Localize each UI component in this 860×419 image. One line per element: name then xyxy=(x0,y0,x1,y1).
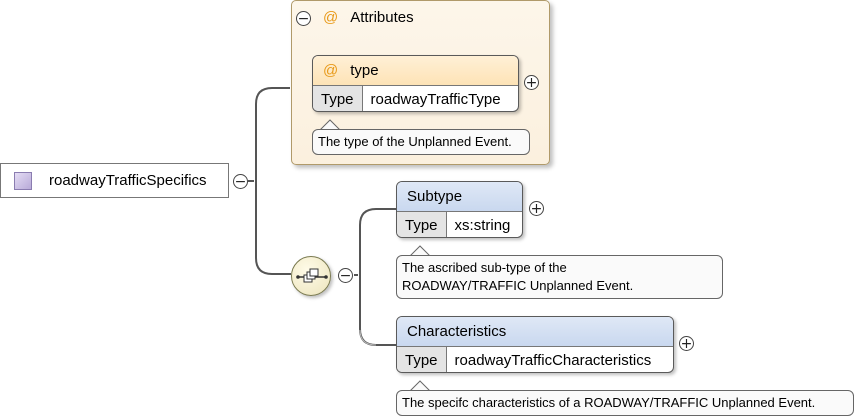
characteristics-expand-toggle[interactable]: + xyxy=(679,335,694,352)
type-attribute-expand-toggle[interactable]: + xyxy=(524,74,539,91)
annotation-pointer xyxy=(320,119,341,131)
attributes-label: Attributes xyxy=(350,9,414,26)
subtype-annotation: The ascribed sub-type of the ROADWAY/TRA… xyxy=(396,255,723,299)
characteristics-type-row: Type roadwayTrafficCharacteristics xyxy=(397,347,673,372)
characteristics-annotation-text: The specifc characteristics of a ROADWAY… xyxy=(402,395,816,410)
characteristics-annotation: The specifc characteristics of a ROADWAY… xyxy=(396,390,854,416)
root-element[interactable]: roadwayTrafficSpecifics xyxy=(0,163,229,198)
subtype-type-row: Type xs:string xyxy=(397,212,522,237)
attribute-at-icon: @ xyxy=(323,9,339,26)
subtype-header: Subtype xyxy=(397,182,522,212)
root-element-name: roadwayTrafficSpecifics xyxy=(49,172,207,189)
annotation-pointer xyxy=(410,380,431,392)
subtype-annotation-line2: ROADWAY/TRAFFIC Unplanned Event. xyxy=(402,278,634,293)
attribute-at-icon: @ xyxy=(323,62,339,79)
subtype-type-key: Type xyxy=(397,212,447,237)
subtype-type-value: xs:string xyxy=(446,212,519,237)
characteristics-name: Characteristics xyxy=(407,323,507,340)
sequence-compositor-icon xyxy=(296,268,328,283)
sequence-collapse-toggle[interactable]: − xyxy=(338,267,353,284)
characteristics-type-value: roadwayTrafficCharacteristics xyxy=(446,347,660,372)
type-attribute[interactable]: @ type Type roadwayTrafficType xyxy=(312,55,519,112)
type-attribute-name: type xyxy=(350,62,379,79)
subtype-expand-toggle[interactable]: + xyxy=(529,200,544,217)
attributes-header: @ Attributes xyxy=(323,9,414,26)
type-attribute-type-row: Type roadwayTrafficType xyxy=(313,86,518,111)
characteristics-type-key: Type xyxy=(397,347,447,372)
subtype-annotation-line1: The ascribed sub-type of the xyxy=(402,260,567,275)
type-value: roadwayTrafficType xyxy=(362,86,509,111)
attributes-group: − @ Attributes @ type Type roadwayTraffi… xyxy=(291,0,550,165)
sequence-compositor[interactable] xyxy=(291,256,331,296)
characteristics-element[interactable]: Characteristics Type roadwayTrafficChara… xyxy=(396,316,674,373)
type-annotation-text: The type of the Unplanned Event. xyxy=(318,134,512,149)
type-attribute-annotation: The type of the Unplanned Event. xyxy=(312,129,530,155)
type-key: Type xyxy=(313,86,363,111)
characteristics-header: Characteristics xyxy=(397,317,673,347)
type-attribute-header: @ type xyxy=(313,56,518,86)
complex-type-icon xyxy=(14,171,32,190)
root-collapse-toggle[interactable]: − xyxy=(233,173,248,190)
annotation-pointer xyxy=(410,245,431,257)
subtype-element[interactable]: Subtype Type xs:string xyxy=(396,181,523,238)
subtype-name: Subtype xyxy=(407,188,463,205)
attributes-collapse-toggle[interactable]: − xyxy=(296,10,311,27)
